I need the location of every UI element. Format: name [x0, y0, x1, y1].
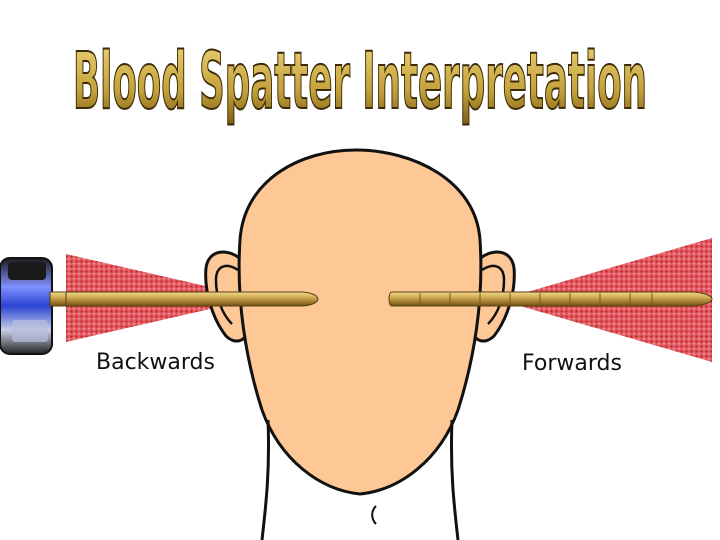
bullet-entry-path	[65, 291, 319, 307]
bullet-icon	[388, 291, 713, 307]
head-icon	[237, 148, 483, 540]
title-text: Blood Spatter Interpretation	[73, 36, 647, 127]
gun-icon	[0, 257, 71, 355]
forwards-label: Forwards	[522, 351, 622, 376]
backwards-label: Backwards	[96, 350, 215, 375]
title-banner: Blood Spatter Interpretation	[72, 35, 648, 128]
